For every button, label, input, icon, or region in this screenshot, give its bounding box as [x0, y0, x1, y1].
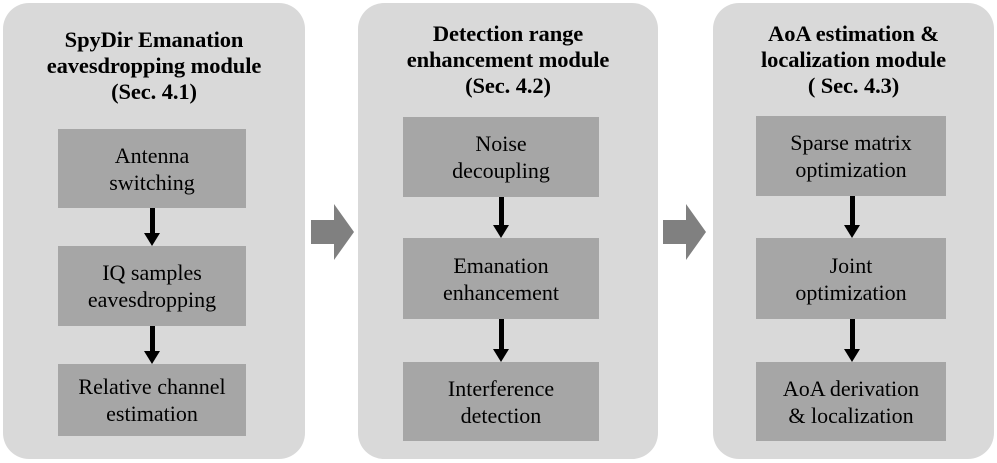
right-block-arrow-icon — [311, 204, 354, 260]
step-emanation-enhancement: Emanation enhancement — [403, 238, 599, 319]
step-sparse-matrix-optimization: Sparse matrix optimization — [756, 116, 946, 196]
right-block-arrow-icon — [663, 204, 706, 260]
arrow-sparse-to-joint — [841, 196, 863, 238]
arrow-iq-to-relative-channel — [141, 326, 163, 364]
step-joint-optimization: Joint optimization — [756, 238, 946, 319]
step-iq-samples-eavesdropping: IQ samples eavesdropping — [58, 246, 246, 326]
module-panel-2: Detection range enhancement module (Sec.… — [358, 3, 658, 459]
arrow-antenna-to-iq — [141, 208, 163, 246]
step-interference-detection: Interference detection — [403, 362, 599, 441]
arrow-joint-to-aoa — [841, 319, 863, 362]
module-1-title: SpyDir Emanation eavesdropping module (S… — [46, 27, 262, 104]
arrow-noise-to-emanation — [490, 197, 512, 238]
connector-module1-to-module2 — [311, 203, 355, 261]
step-aoa-derivation-localization: AoA derivation & localization — [756, 362, 946, 441]
step-antenna-switching: Antenna switching — [58, 129, 246, 208]
module-panel-3: AoA estimation & localization module ( S… — [713, 3, 994, 459]
step-relative-channel-estimation: Relative channel estimation — [58, 364, 246, 436]
module-panel-1: SpyDir Emanation eavesdropping module (S… — [3, 3, 305, 459]
module-3-title: AoA estimation & localization module ( S… — [761, 21, 946, 98]
module-2-title: Detection range enhancement module (Sec.… — [406, 21, 610, 98]
step-noise-decoupling: Noise decoupling — [403, 117, 599, 197]
arrow-emanation-to-interference — [490, 319, 512, 362]
connector-module2-to-module3 — [663, 203, 707, 261]
